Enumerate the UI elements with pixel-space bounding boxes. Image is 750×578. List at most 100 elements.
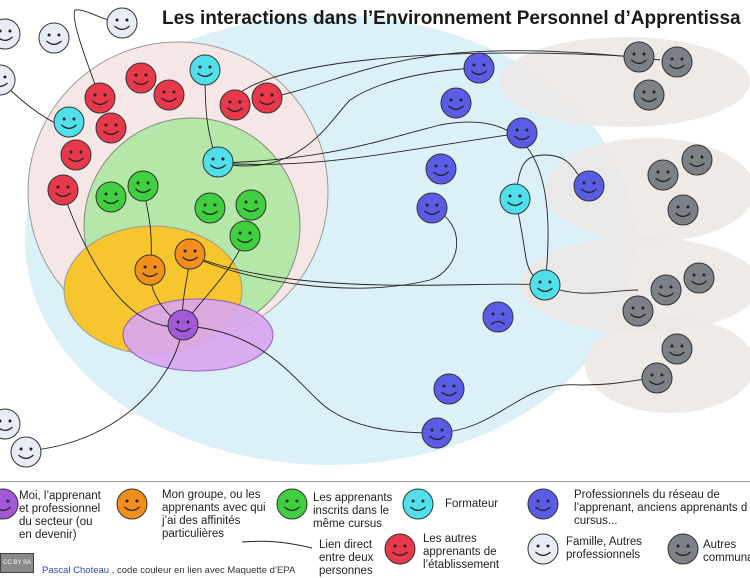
legend-label-line: du secteur (ou: [19, 516, 93, 528]
legend-purple-smiley-icon: [0, 488, 19, 520]
gray-smiley-icon: [683, 262, 715, 294]
white-smiley-icon: [0, 18, 21, 50]
legend-label-line: apprenants avec qui: [162, 502, 266, 514]
link-line-11: [217, 132, 523, 165]
legend-label-line: Famille, Autres: [566, 536, 643, 548]
gray-smiley-icon: [647, 159, 679, 191]
link-line-13: [217, 67, 480, 167]
legend-label-line: même cursus: [313, 518, 383, 530]
blue-sad-face-icon: [482, 301, 514, 333]
white-smiley-icon: [38, 22, 70, 54]
blue-smiley-icon: [527, 488, 559, 520]
legend-label-formateur: Formateur: [445, 498, 498, 511]
purple-smiley-icon: [0, 488, 19, 520]
legend-label-line: Autres: [703, 539, 737, 551]
legend-gray-smiley-icon: [667, 533, 699, 565]
gray-smiley-icon: [681, 144, 713, 176]
white-smiley-icon: [106, 7, 138, 39]
legend-red-smiley-icon: [384, 533, 416, 565]
footer-text: , code couleur en lien avec Maquette d’E…: [109, 565, 296, 576]
legend-label-line: Mon groupe, ou les: [162, 489, 261, 501]
legend-label-line: personnes: [319, 565, 373, 577]
blue-smiley-icon: [463, 52, 495, 84]
link-line-9: [189, 254, 546, 286]
gray-smiley-icon: [650, 274, 682, 306]
legend-label-line: Lien direct: [319, 539, 373, 551]
gray-smiley-icon: [661, 333, 693, 365]
gray-smiley-icon: [667, 194, 699, 226]
blue-smiley-icon: [421, 417, 453, 449]
cyan-smiley-icon: [529, 269, 561, 301]
gray-smiley-icon: [667, 533, 699, 565]
legend-blue-smiley-icon: [527, 488, 559, 520]
cyan-smiley-icon: [499, 183, 531, 215]
blue-smiley-icon: [440, 87, 472, 119]
red-smiley-icon: [84, 82, 116, 114]
legend-label-line: Professionnels du réseau de: [574, 489, 720, 501]
green-smiley-icon: [276, 488, 308, 520]
legend-label-line: entre deux: [319, 552, 374, 564]
green-smiley-icon: [127, 170, 159, 202]
blue-smiley-icon: [425, 153, 457, 185]
author-link[interactable]: Pascal Choteau: [42, 565, 110, 576]
line-icon: [242, 540, 312, 549]
legend-label-line: Les autres: [423, 533, 477, 545]
legend-label-line: Les apprenants: [313, 492, 393, 504]
orange-smiley-icon: [174, 238, 206, 270]
cyan-smiley-icon: [402, 488, 434, 520]
cyan-smiley-icon: [189, 54, 221, 86]
orange-smiley-icon: [134, 254, 166, 286]
red-smiley-icon: [251, 82, 283, 114]
legend-label-line: j’ai des affinités: [162, 515, 241, 527]
footer-credit: Pascal Choteau , code couleur en lien av…: [42, 565, 295, 576]
cc-license-badge: CC BY SA: [0, 553, 34, 573]
gray-smiley-icon: [623, 41, 655, 73]
blue-smiley-icon: [573, 170, 605, 202]
legend-label-line: communa: [703, 552, 750, 564]
legend-white-smiley-icon: [527, 533, 559, 565]
white-smiley-icon: [527, 533, 559, 565]
link-line-14: [231, 52, 640, 102]
white-smiley-icon: [0, 408, 21, 440]
legend-label-line: inscrits dans le: [313, 505, 390, 517]
legend-label-line: l’établissement: [423, 559, 500, 571]
link-line-1: [34, 325, 184, 451]
red-smiley-icon: [125, 62, 157, 94]
smiley-nodes: [0, 7, 715, 468]
red-smiley-icon: [47, 174, 79, 206]
blue-smiley-icon: [506, 117, 538, 149]
link-line-16: [436, 377, 658, 434]
group-regions: [25, 15, 750, 465]
green-smiley-icon: [235, 189, 267, 221]
red-smiley-icon: [95, 112, 127, 144]
legend-green-smiley-icon: [276, 488, 308, 520]
region-me: [122, 298, 274, 372]
region-gray-bottom: [585, 317, 750, 413]
legend-label-line: l’apprenant, anciens apprenants d: [574, 502, 748, 514]
blue-smiley-icon: [416, 192, 448, 224]
red-smiley-icon: [384, 533, 416, 565]
link-line-5: [62, 191, 184, 327]
link-lines: [0, 9, 661, 451]
legend-divider: [0, 481, 750, 482]
interaction-diagram: [0, 7, 750, 468]
legend-label-line: en devenir): [19, 529, 77, 541]
blue-smiley-icon: [433, 373, 465, 405]
page-title: Les interactions dans l’Environnement Pe…: [162, 8, 741, 29]
cyan-smiley-icon: [53, 106, 85, 138]
red-smiley-icon: [219, 89, 251, 121]
link-line-21: [73, 9, 123, 99]
green-smiley-icon: [194, 192, 226, 224]
cyan-smiley-icon: [202, 146, 234, 178]
legend-label-line: particulières: [162, 528, 224, 540]
green-smiley-icon: [229, 220, 261, 252]
legend-label-line: cursus...: [574, 515, 618, 527]
legend-label-line: Moi, l’apprenant: [19, 490, 101, 502]
orange-smiley-icon: [116, 488, 148, 520]
